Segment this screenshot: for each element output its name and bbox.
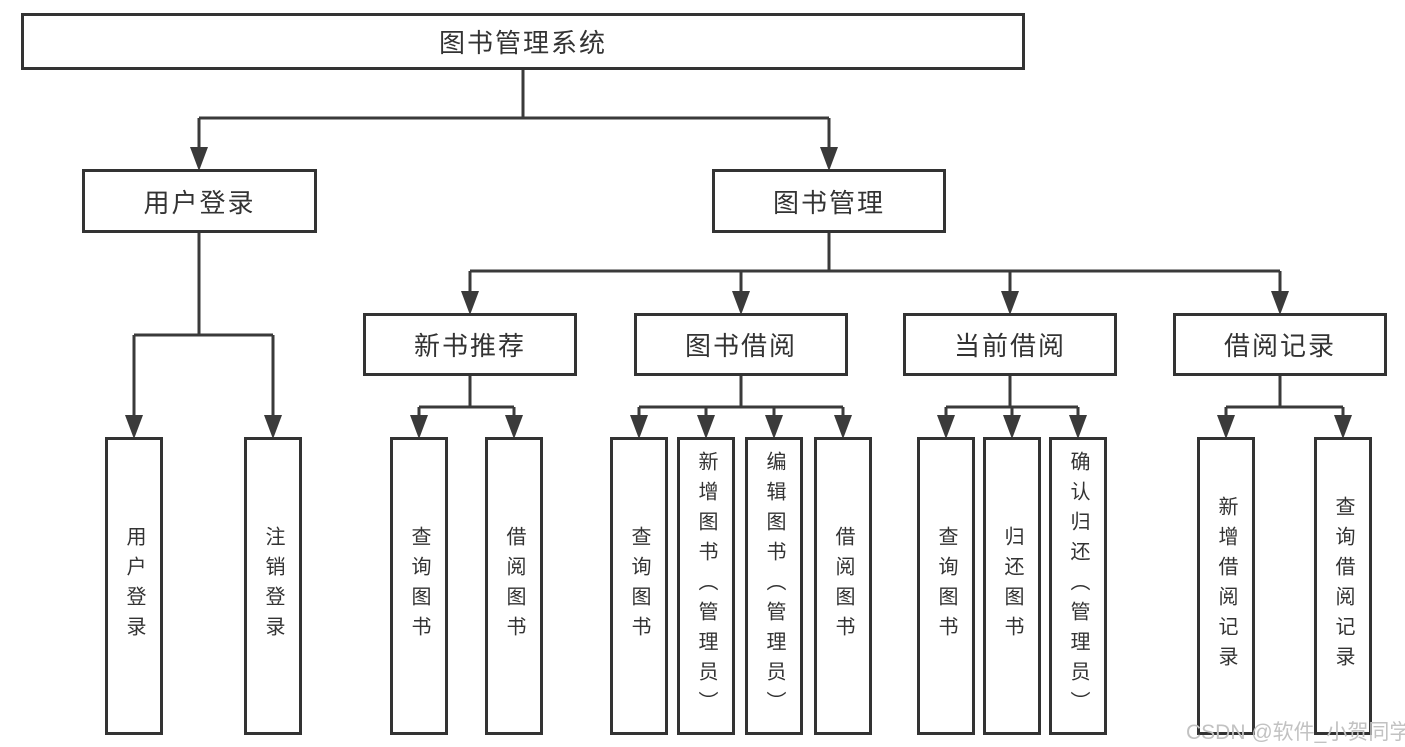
node-leaf-add-books-admin-label: 新增图书（管理员） — [695, 451, 717, 721]
node-leaf-return-books: 归还图书 — [983, 437, 1041, 735]
node-borrowing-records-label: 借阅记录 — [1223, 331, 1336, 361]
node-leaf-logout-label: 注销登录 — [262, 526, 284, 646]
node-user-login: 用户登录 — [82, 169, 317, 233]
node-new-book-recommend: 新书推荐 — [363, 313, 577, 376]
node-leaf-return-books-label: 归还图书 — [1001, 526, 1023, 646]
node-leaf-query-books-borrowing: 查询图书 — [610, 437, 668, 735]
node-leaf-borrow-books-borrowing-label: 借阅图书 — [832, 526, 854, 646]
node-leaf-borrow-books-recommend-label: 借阅图书 — [503, 526, 525, 646]
node-leaf-query-books-current: 查询图书 — [917, 437, 975, 735]
node-leaf-confirm-return-admin-label: 确认归还（管理员） — [1067, 451, 1089, 721]
node-book-management-label: 图书管理 — [772, 187, 885, 218]
node-current-borrowing-label: 当前借阅 — [953, 331, 1066, 361]
node-leaf-query-borrow-record: 查询借阅记录 — [1314, 437, 1372, 735]
node-leaf-edit-books-admin: 编辑图书（管理员） — [745, 437, 803, 735]
node-leaf-user-login: 用户登录 — [105, 437, 163, 735]
node-leaf-add-books-admin: 新增图书（管理员） — [677, 437, 735, 735]
node-library-system-label: 图书管理系统 — [438, 28, 607, 58]
csdn-watermark: CSDN @软件_小贺同学 — [1186, 721, 1405, 744]
arrowheads — [125, 147, 1352, 439]
node-leaf-borrow-books-recommend: 借阅图书 — [485, 437, 543, 735]
node-book-management: 图书管理 — [712, 169, 946, 233]
node-book-borrowing-label: 图书借阅 — [684, 331, 797, 361]
node-leaf-edit-books-admin-label: 编辑图书（管理员） — [763, 451, 785, 721]
node-leaf-borrow-books-borrowing: 借阅图书 — [814, 437, 872, 735]
node-leaf-logout: 注销登录 — [244, 437, 302, 735]
node-leaf-query-borrow-record-label: 查询借阅记录 — [1332, 496, 1354, 676]
node-leaf-query-books-borrowing-label: 查询图书 — [628, 526, 650, 646]
node-leaf-add-borrow-record: 新增借阅记录 — [1197, 437, 1255, 735]
node-book-borrowing: 图书借阅 — [634, 313, 848, 376]
node-current-borrowing: 当前借阅 — [903, 313, 1117, 376]
connector-lines — [132, 70, 1345, 419]
node-leaf-user-login-label: 用户登录 — [123, 526, 145, 646]
node-leaf-query-books-current-label: 查询图书 — [935, 526, 957, 646]
node-leaf-confirm-return-admin: 确认归还（管理员） — [1049, 437, 1107, 735]
node-new-book-recommend-label: 新书推荐 — [413, 331, 526, 361]
node-library-system: 图书管理系统 — [21, 13, 1025, 70]
node-user-login-label: 用户登录 — [143, 187, 256, 218]
node-borrowing-records: 借阅记录 — [1173, 313, 1387, 376]
node-leaf-query-books-recommend: 查询图书 — [390, 437, 448, 735]
node-leaf-add-borrow-record-label: 新增借阅记录 — [1215, 496, 1237, 676]
node-leaf-query-books-recommend-label: 查询图书 — [408, 526, 430, 646]
